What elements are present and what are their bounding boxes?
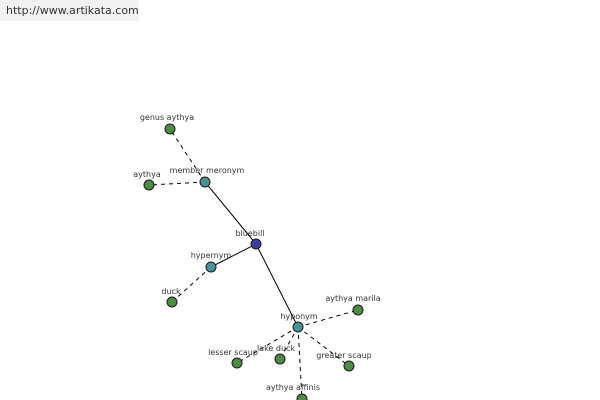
node-label-aythya: aythya [133,170,161,179]
node-label-lesser-scaup: lesser scaup [208,348,258,357]
node-lake-duck[interactable] [274,353,286,365]
node-label-hypernym: hypernym [191,251,232,260]
labels-layer: bluebill member meronym hypernym hyponym gen… [133,113,381,392]
node-label-hyponym: hyponym [280,312,318,321]
node-aythya-affinis[interactable] [296,393,308,400]
node-aythya-marila[interactable] [352,304,364,316]
edge-bluebill-to-hypernym [210,243,257,268]
node-duck[interactable] [166,296,178,308]
edge-member-meronym-to-aythya [148,181,206,186]
edge-bluebill-to-member-meronym [204,181,257,245]
node-greater-scaup[interactable] [343,360,355,372]
edge-hypernym-to-duck [171,266,212,303]
node-label-greater-scaup: greater scaup [316,351,372,360]
node-label-member-meronym: member meronym [170,166,245,175]
node-lesser-scaup[interactable] [231,357,243,369]
node-hyponym[interactable] [292,321,304,333]
nodes-layer [143,123,364,400]
edge-hyponym-to-lake-duck [279,326,299,360]
node-label-bluebill: bluebill [235,229,264,238]
node-label-aythya-affinis: aythya affinis [266,383,320,392]
edge-hyponym-to-aythya-marila [297,309,359,328]
node-genus-aythya[interactable] [164,123,176,135]
edge-bluebill-to-hyponym [255,243,299,328]
node-hypernym[interactable] [205,261,217,273]
edge-hyponym-to-greater-scaup [297,326,350,367]
edge-hyponym-to-lesser-scaup [236,326,299,364]
site-link[interactable]: http://www.artikata.com [0,0,139,21]
node-member-meronym[interactable] [199,176,211,188]
node-label-aythya-marila: aythya marila [325,294,380,303]
node-aythya[interactable] [143,179,155,191]
edge-member-meronym-to-genus-aythya [169,128,206,183]
node-label-genus-aythya: genus aythya [140,113,194,122]
node-label-lake-duck: lake duck [257,344,295,353]
node-bluebill[interactable] [250,238,262,250]
node-label-duck: duck [161,287,181,296]
edges-layer [148,128,359,400]
